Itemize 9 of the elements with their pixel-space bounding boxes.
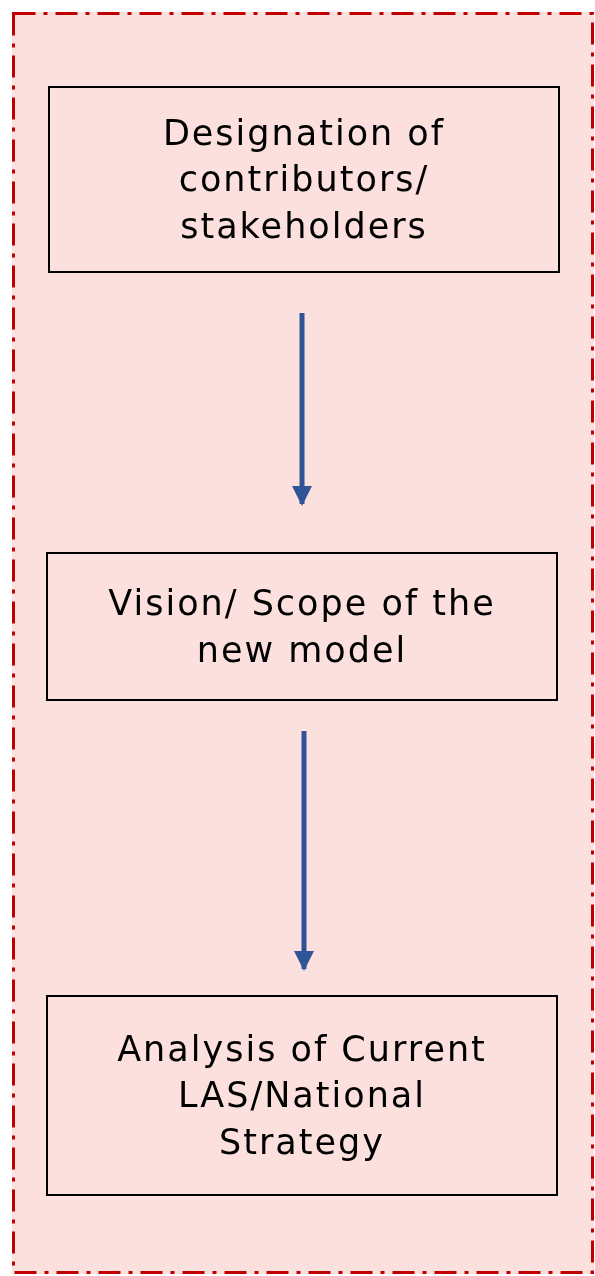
box-label: Analysis of Current LAS/National Strategy (116, 1027, 488, 1164)
arrow (292, 313, 312, 506)
process-box (46, 552, 558, 701)
dashed-frame (12, 12, 594, 1274)
box-label: Designation of contributors/ stakeholders (161, 111, 447, 248)
process-box (48, 86, 560, 273)
arrow (294, 731, 314, 971)
process-box (46, 995, 558, 1196)
box-label: Vision/ Scope of the new model (107, 581, 497, 672)
